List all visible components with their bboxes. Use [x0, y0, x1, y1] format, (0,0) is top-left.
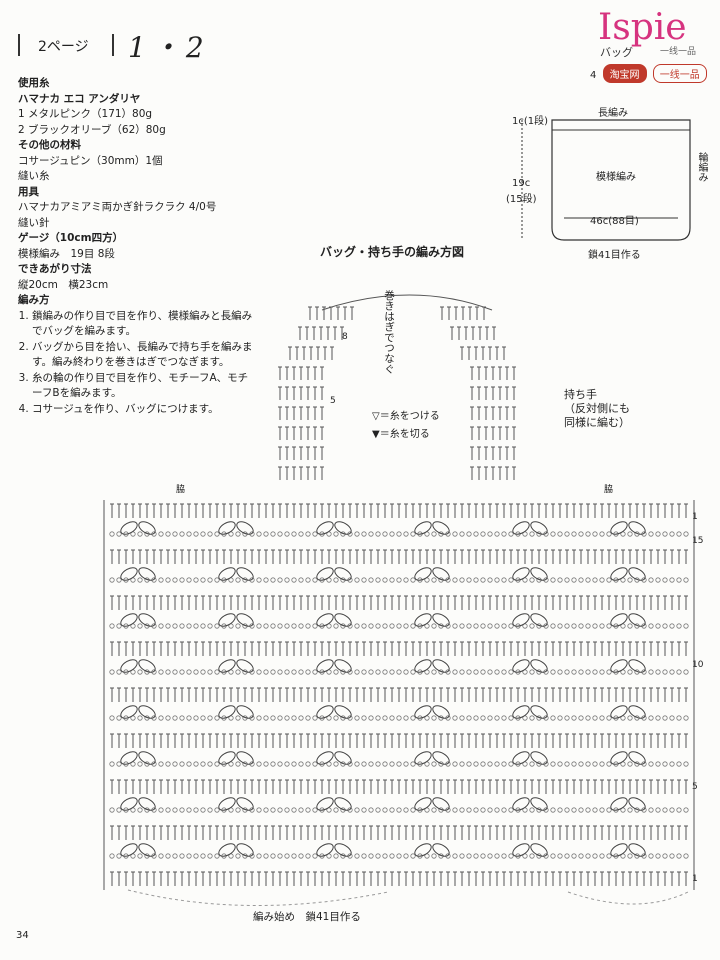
- tool-item: ハマナカアミアミ両かぎ針ラクラク 4/0号: [18, 201, 217, 213]
- bag-schematic: 長編み 1c(1段) 輪編み 模様編み 19c (15段) 46c(88目) 鎖…: [500, 100, 720, 270]
- other-item: 縫い糸: [18, 170, 50, 182]
- top-band-label: 長編み: [598, 108, 628, 119]
- yarn-name: ハマナカ エコ アンダリヤ: [18, 92, 141, 105]
- row-number: 8: [342, 332, 348, 342]
- brand-logo: Ispie: [598, 7, 687, 48]
- handle-left: [278, 306, 354, 480]
- divider: [18, 34, 20, 56]
- page-number: 34: [16, 930, 29, 941]
- page-reference: 2ページ: [38, 39, 89, 55]
- size-heading: できあがり寸法: [18, 263, 92, 275]
- width-dim: 46c(88目): [590, 216, 639, 227]
- height-rows: (15段): [506, 194, 537, 205]
- schematic-drawing: [521, 119, 691, 241]
- handle-label-line: 持ち手: [564, 388, 597, 401]
- chain-label: 鎖41目作る: [588, 250, 641, 261]
- yarn-heading: 使用糸: [18, 77, 50, 89]
- symbol-legend: ▽＝糸をつける ▼＝糸を切る: [372, 408, 440, 444]
- method-heading: 編み方: [18, 294, 50, 306]
- row-number: 5: [692, 782, 698, 792]
- side-label: 輪編み: [696, 152, 707, 182]
- yarn-item: 1 メタルピンク（171）80g: [18, 108, 153, 120]
- other-item: コサージュピン（30mm）1個: [18, 154, 163, 167]
- brand-subtitle: バッグ: [600, 46, 633, 59]
- stitch-motifs: [120, 521, 646, 857]
- top-band-dim: 1c(1段): [512, 116, 549, 127]
- handle-right: [440, 306, 516, 480]
- handle-diagram: [278, 294, 516, 480]
- body-label: 模様編み: [596, 172, 636, 183]
- diagram-title: バッグ・持ち手の編み方図: [320, 245, 465, 259]
- row-number: 15: [692, 536, 704, 546]
- row-number: 10: [692, 660, 704, 670]
- stitch-rows: [103, 500, 695, 907]
- stitch-chart: [103, 500, 695, 907]
- method-step: 糸の輪の作り目で目を作り、モチーフA、モチーフBを編みます。: [32, 371, 258, 402]
- legend-cut: ▼＝糸を切る: [372, 429, 430, 440]
- method-step: 鎖編みの作り目で目を作り、模様編みと長編みでバッグを編みます。: [32, 309, 258, 340]
- height-dim: 19c: [512, 178, 531, 189]
- side-marker-left: 脇: [176, 485, 186, 495]
- method-steps: 鎖編みの作り目で目を作り、模様編みと長編みでバッグを編みます。 バッグから目を拾…: [18, 309, 258, 418]
- pattern-numbers: 1・2: [128, 31, 210, 64]
- handle-label: 持ち手 （反対側にも 同様に編む）: [564, 388, 630, 430]
- row-number: 1: [692, 512, 698, 522]
- page-prefix: 4: [590, 70, 597, 81]
- side-marker-right: 脇: [604, 485, 614, 495]
- tools-heading: 用具: [18, 185, 39, 198]
- yarn-item: 2 ブラックオリーブ（62）80g: [18, 123, 166, 136]
- other-heading: その他の材料: [18, 139, 81, 151]
- method-step: バッグから目を拾い、長編みで持ち手を編みます。編み終わりを巻きはぎでつなぎます。: [32, 340, 258, 371]
- legend-attach: ▽＝糸をつける: [372, 411, 440, 422]
- divider: [112, 34, 114, 56]
- size-text: 縦20cm 横23cm: [18, 278, 109, 291]
- row-number: 1: [692, 874, 698, 884]
- badge-taobao: 淘宝网: [602, 64, 647, 83]
- join-label: 巻きはぎでつなぐ: [383, 290, 395, 374]
- tool-item: 縫い針: [18, 216, 50, 229]
- materials-column: 使用糸 ハマナカ エコ アンダリヤ 1 メタルピンク（171）80g 2 ブラッ…: [18, 76, 258, 417]
- page-header: 2ページ 1・2 Ispie バッグ 一线一品 4 淘宝网 一线一品: [0, 0, 720, 90]
- handle-label-line: （反対側にも: [564, 402, 630, 415]
- brand-tag: 一线一品: [660, 47, 697, 57]
- handle-label-line: 同様に編む）: [564, 416, 630, 429]
- start-label: 編み始め 鎖41目作る: [253, 911, 361, 923]
- gauge-text: 模様編み 19目 8段: [18, 247, 115, 260]
- method-step: コサージュを作り、バッグにつけます。: [32, 402, 258, 418]
- badge-shop: 一线一品: [652, 64, 707, 83]
- row-number: 5: [330, 396, 336, 406]
- gauge-heading: ゲージ（10cm四方）: [18, 232, 124, 244]
- shop-badges: 4 淘宝网 一线一品: [590, 64, 707, 83]
